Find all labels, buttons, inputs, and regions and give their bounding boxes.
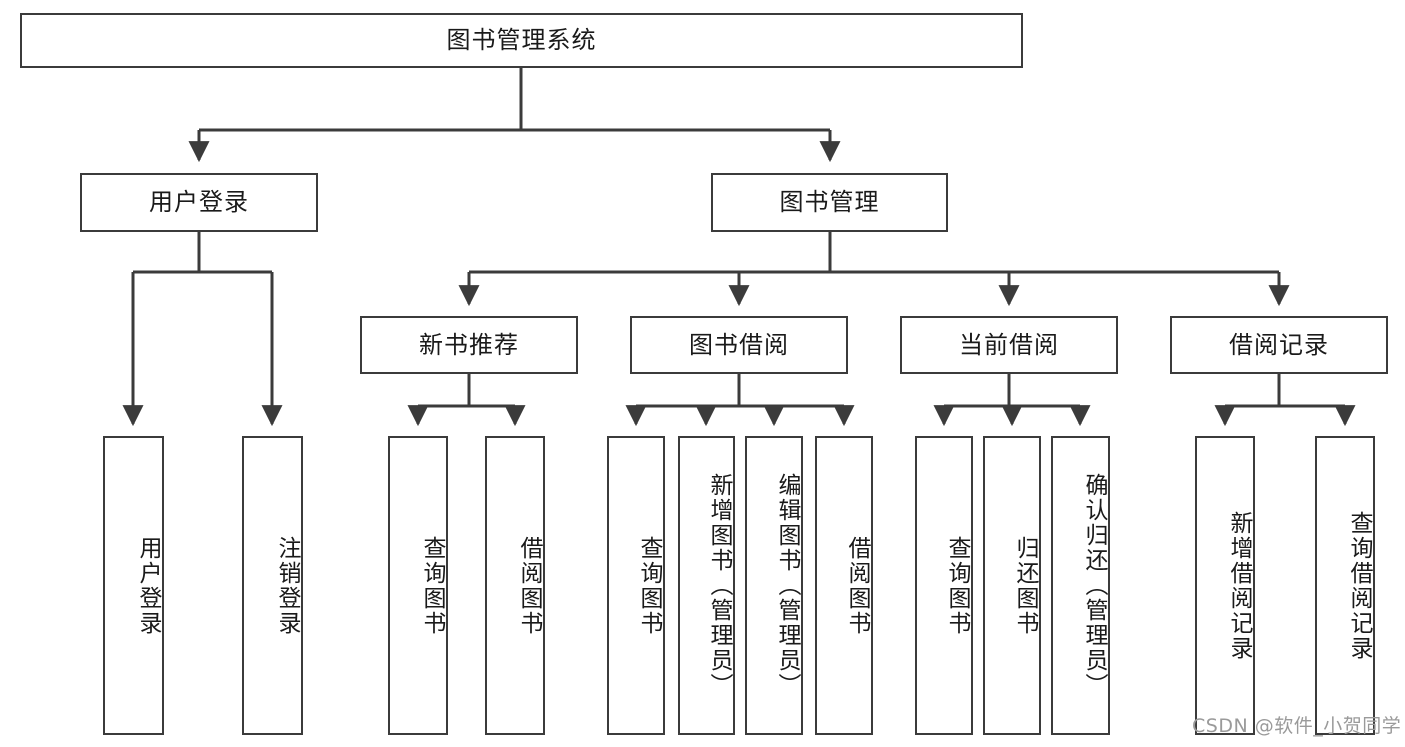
node-leaf-logout-label: 注销登录 [274, 535, 300, 636]
node-leaf-query-book-cur-label: 查询图书 [944, 535, 970, 636]
node-leaf-query-book-rec[interactable]: 查询图书 [388, 436, 448, 735]
node-leaf-query-book-borrow[interactable]: 查询图书 [607, 436, 665, 735]
node-leaf-add-record[interactable]: 新增借阅记录 [1195, 436, 1255, 735]
node-leaf-user-login[interactable]: 用户登录 [103, 436, 164, 735]
node-new-book-rec[interactable]: 新书推荐 [360, 316, 578, 374]
node-user-login[interactable]: 用户登录 [80, 173, 318, 232]
node-leaf-confirm-return[interactable]: 确认归还（管理员） [1051, 436, 1110, 735]
node-borrow-record-label: 借阅记录 [1229, 330, 1329, 359]
node-leaf-borrow-book[interactable]: 借阅图书 [815, 436, 873, 735]
node-leaf-logout[interactable]: 注销登录 [242, 436, 303, 735]
node-leaf-query-book-borrow-label: 查询图书 [636, 535, 662, 636]
node-leaf-edit-book-label: 编辑图书（管理员） [774, 473, 800, 698]
node-root-label: 图书管理系统 [446, 26, 597, 55]
node-leaf-edit-book[interactable]: 编辑图书（管理员） [745, 436, 803, 735]
node-leaf-user-login-label: 用户登录 [135, 535, 161, 636]
node-current-borrow-label: 当前借阅 [959, 330, 1059, 359]
node-leaf-return-book-label: 归还图书 [1012, 535, 1038, 636]
node-leaf-add-record-label: 新增借阅记录 [1226, 510, 1252, 661]
node-user-login-label: 用户登录 [149, 188, 249, 217]
node-book-borrow-label: 图书借阅 [689, 330, 789, 359]
node-root[interactable]: 图书管理系统 [20, 13, 1023, 68]
node-leaf-confirm-return-label: 确认归还（管理员） [1081, 473, 1107, 698]
node-current-borrow[interactable]: 当前借阅 [900, 316, 1118, 374]
node-leaf-query-record-label: 查询借阅记录 [1346, 510, 1372, 661]
node-leaf-query-book-rec-label: 查询图书 [419, 535, 445, 636]
node-book-manage[interactable]: 图书管理 [711, 173, 948, 232]
node-borrow-record[interactable]: 借阅记录 [1170, 316, 1388, 374]
node-leaf-add-book-label: 新增图书（管理员） [706, 473, 732, 698]
node-book-borrow[interactable]: 图书借阅 [630, 316, 848, 374]
node-leaf-add-book[interactable]: 新增图书（管理员） [678, 436, 735, 735]
node-new-book-rec-label: 新书推荐 [419, 330, 519, 359]
node-leaf-borrow-book-rec-label: 借阅图书 [516, 535, 542, 636]
node-leaf-return-book[interactable]: 归还图书 [983, 436, 1041, 735]
node-leaf-borrow-book-label: 借阅图书 [844, 535, 870, 636]
node-leaf-query-book-cur[interactable]: 查询图书 [915, 436, 973, 735]
node-book-manage-label: 图书管理 [779, 188, 880, 217]
node-leaf-borrow-book-rec[interactable]: 借阅图书 [485, 436, 545, 735]
csdn-watermark: CSDN @软件_小贺同学 [1192, 715, 1402, 737]
node-leaf-query-record[interactable]: 查询借阅记录 [1315, 436, 1375, 735]
